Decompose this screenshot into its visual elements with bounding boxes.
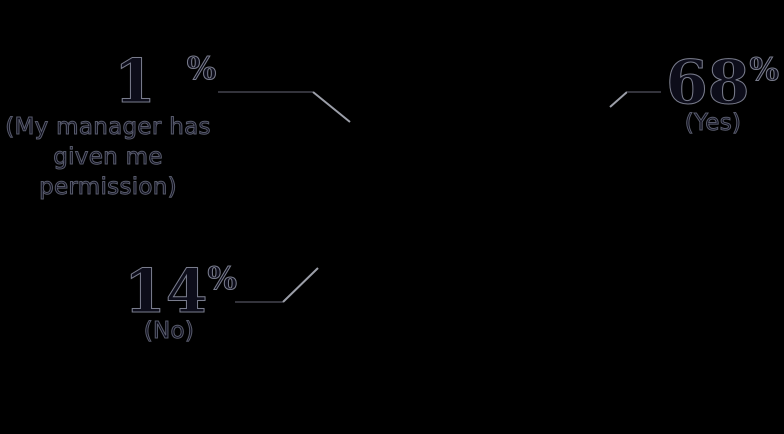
no-caption: (No) (143, 318, 195, 345)
yes-caption: (Yes) (684, 110, 742, 137)
yes-number: 68 (666, 48, 750, 118)
manager-permission-leader-line (218, 91, 351, 123)
no-value: 14 % (124, 257, 238, 327)
no-percent-sign: % (207, 261, 237, 297)
manager-permission-leader-diagonal (312, 91, 351, 123)
manager-permission-number: 1 (114, 47, 157, 117)
no-leader-diagonal (282, 267, 319, 303)
yes-percent-sign: % (749, 52, 779, 88)
no-leader-line (235, 267, 319, 303)
manager-permission-percent-sign: % (186, 51, 217, 87)
manager-permission-caption: (My manager has given me permission) (5, 114, 211, 201)
yes-leader-diagonal (609, 91, 628, 108)
yes-leader-line (609, 91, 661, 108)
manager-permission-value: 1 % (114, 47, 217, 117)
no-number: 14 (124, 257, 208, 327)
yes-value: 68 % (666, 48, 780, 118)
